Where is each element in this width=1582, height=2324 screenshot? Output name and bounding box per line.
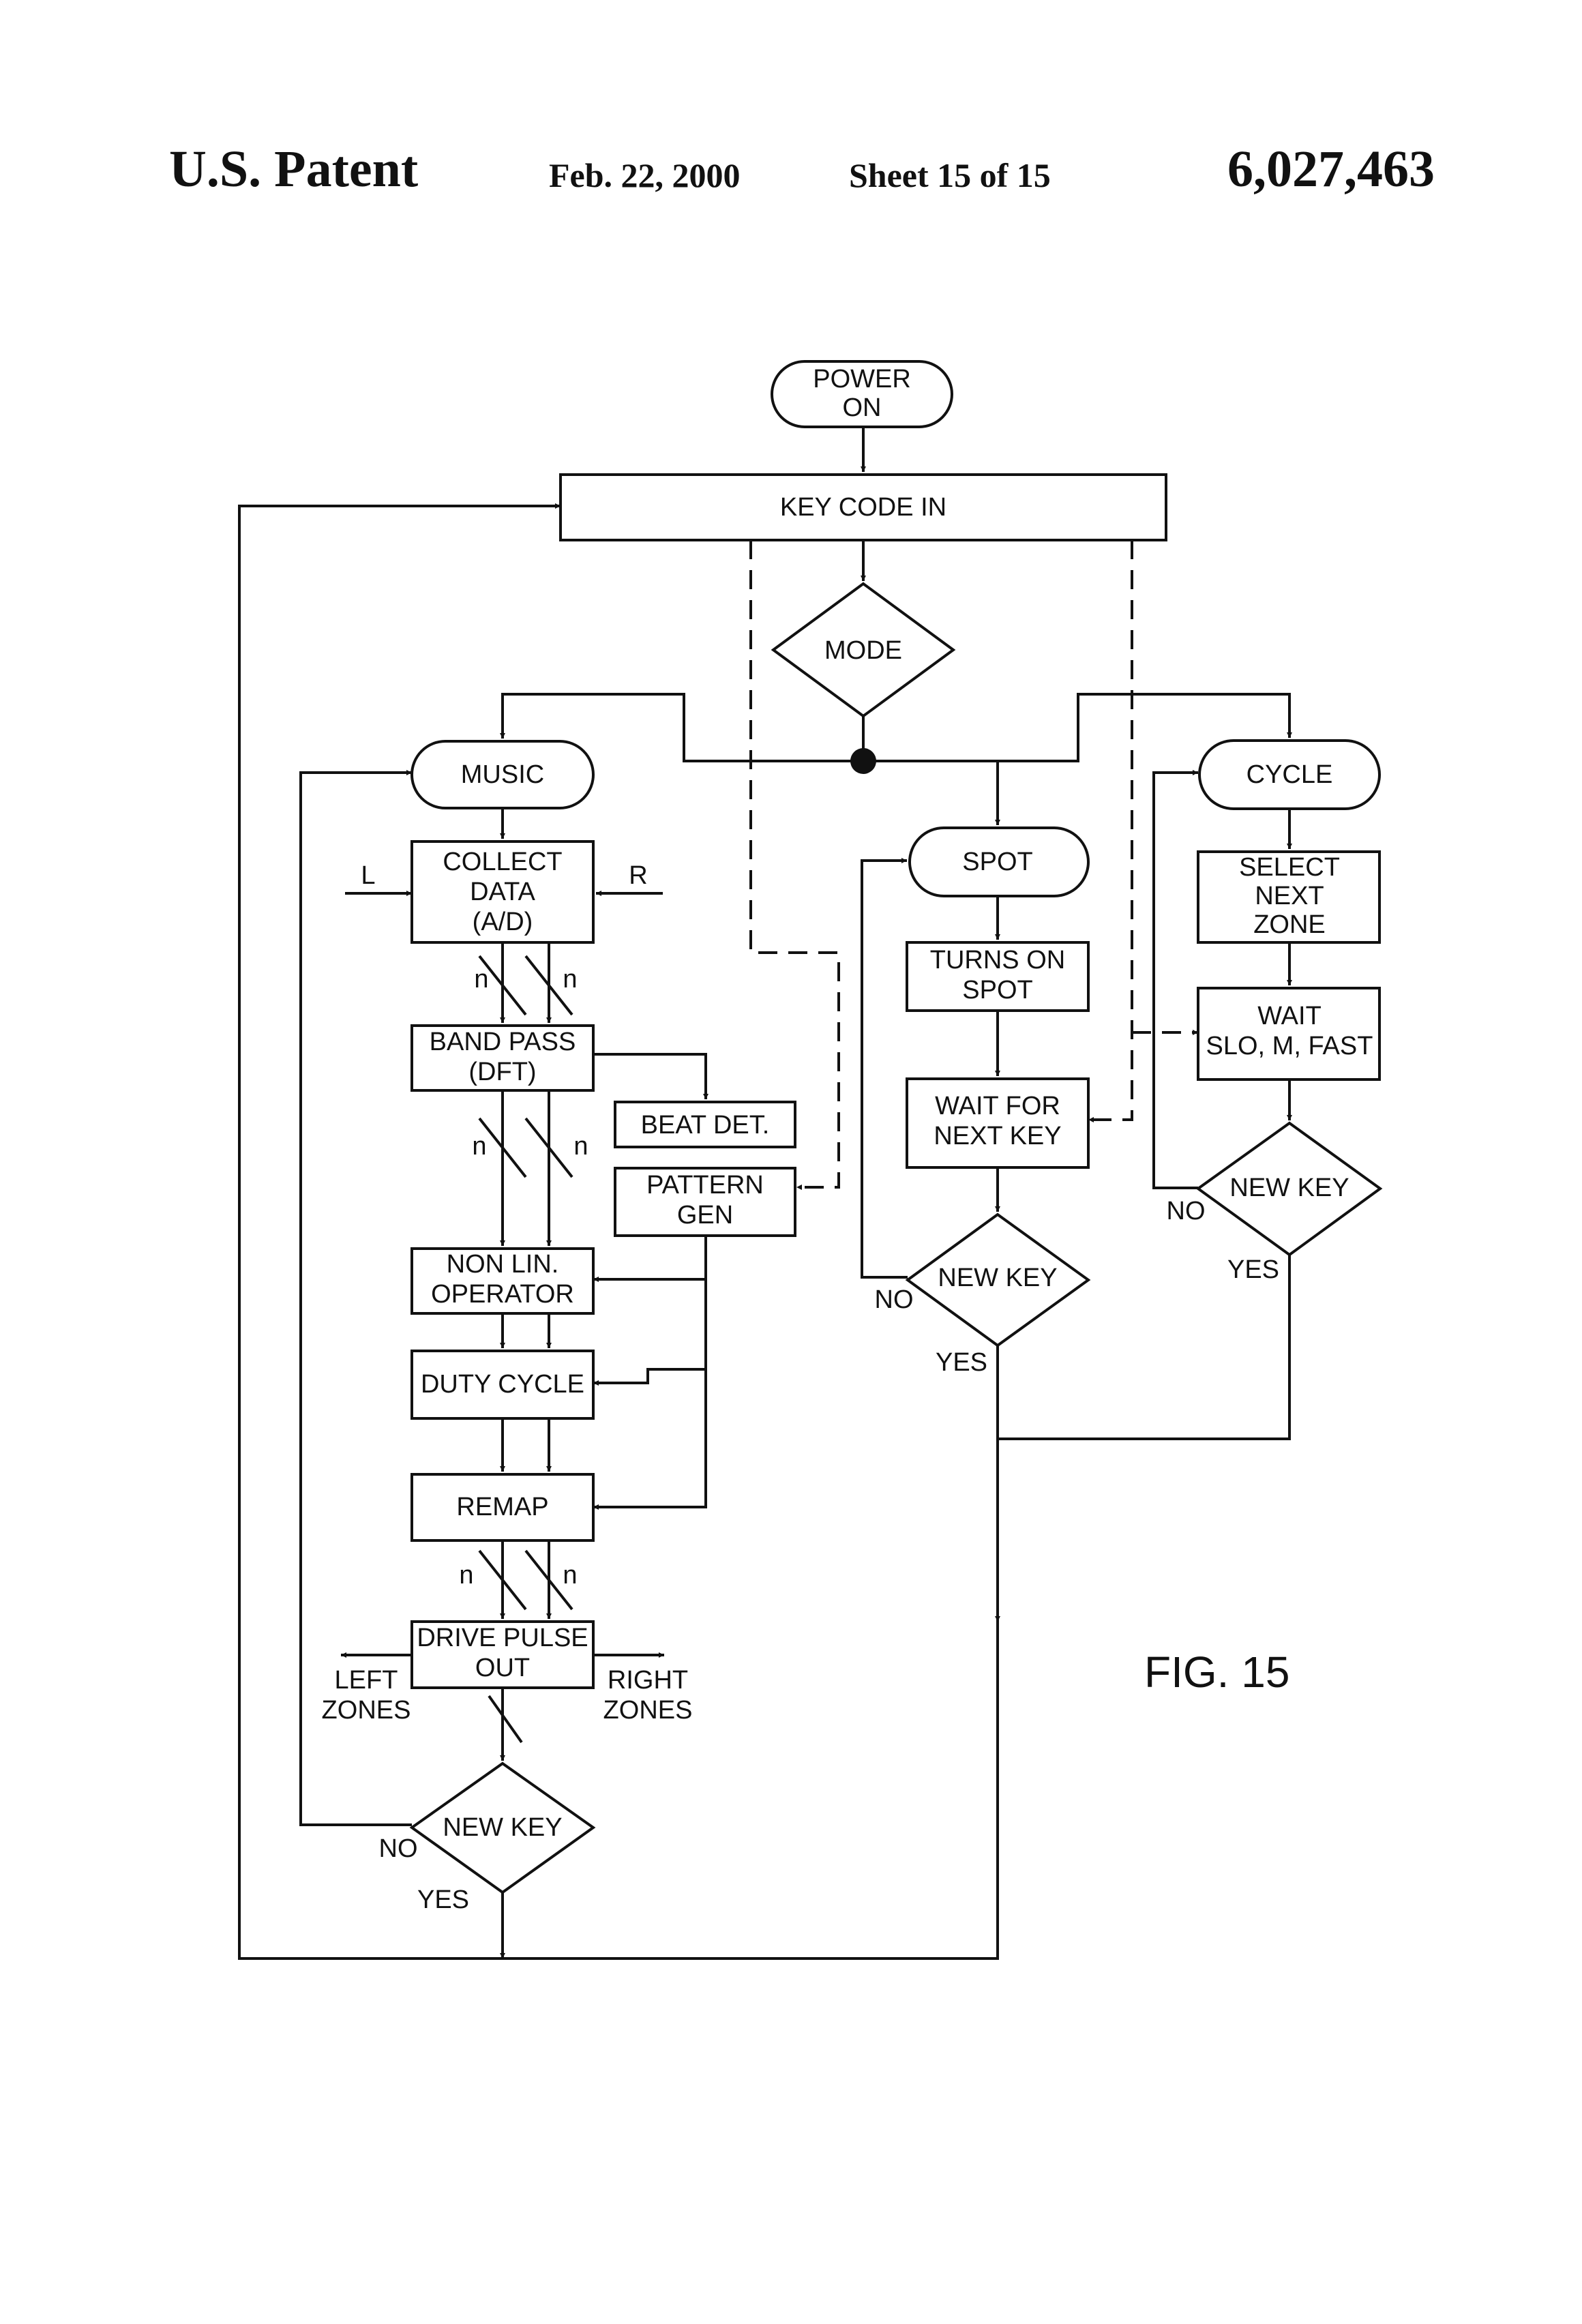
node-wait-speed: WAIT SLO, M, FAST (1198, 988, 1379, 1079)
turns-on-line1: TURNS ON (930, 946, 1065, 974)
mode-label: MODE (824, 636, 902, 665)
collect-line3: (A/D) (473, 908, 533, 936)
dashed-to-wait-next (1088, 540, 1132, 1120)
bus-slash-4 (489, 1696, 522, 1742)
bus-label-2b: n (573, 1132, 588, 1161)
feed-pattern-to-duty (593, 1369, 706, 1383)
node-music: MUSIC (412, 741, 593, 808)
node-remap: REMAP (412, 1474, 593, 1540)
cycle-yes-label: YES (1227, 1255, 1279, 1284)
spot-yes-label: YES (936, 1348, 987, 1377)
music-new-key-label: NEW KEY (443, 1813, 562, 1842)
music-yes-label: YES (417, 1886, 469, 1914)
bus-label-1a: n (474, 965, 488, 994)
spot-label: SPOT (962, 848, 1032, 876)
select-line1: SELECT (1239, 853, 1340, 882)
turns-on-line2: SPOT (962, 976, 1032, 1004)
node-mode: MODE (773, 584, 953, 716)
bus-label-3a: n (459, 1561, 473, 1590)
remap-label: REMAP (456, 1493, 548, 1521)
drive-pulse-line2: OUT (475, 1654, 530, 1682)
node-spot-new-key: NEW KEY (908, 1215, 1088, 1345)
arrow-to-spot (863, 761, 998, 825)
node-power-on: POWER ON (772, 361, 952, 427)
wait-speed-line1: WAIT (1257, 1002, 1322, 1030)
left-zones-line2: ZONES (322, 1696, 411, 1725)
right-input-label: R (629, 861, 647, 890)
node-spot: SPOT (910, 828, 1088, 896)
junction-dot (850, 748, 876, 774)
pattern-line2: GEN (677, 1201, 733, 1230)
wait-speed-line2: SLO, M, FAST (1206, 1032, 1373, 1060)
band-pass-line2: (DFT) (468, 1058, 536, 1086)
node-cycle-new-key: NEW KEY (1198, 1123, 1380, 1255)
power-on-line1: POWER (813, 365, 911, 393)
left-zones-line1: LEFT (335, 1666, 398, 1695)
arrow-band-to-beat (593, 1054, 706, 1099)
spot-new-key-label: NEW KEY (938, 1264, 1057, 1292)
node-non-lin-operator: NON LIN. OPERATOR (412, 1249, 593, 1313)
select-line3: ZONE (1253, 910, 1326, 939)
pattern-line1: PATTERN (646, 1171, 764, 1200)
cycle-no-label: NO (1167, 1197, 1206, 1225)
power-on-line2: ON (843, 393, 882, 422)
bus-slash-1 (479, 956, 572, 1015)
node-band-pass: BAND PASS (DFT) (412, 1026, 593, 1090)
feed-pattern-to-remap (593, 1236, 706, 1507)
right-zones-line2: ZONES (603, 1696, 693, 1725)
node-collect-data: COLLECT DATA (A/D) (412, 841, 593, 942)
select-line2: NEXT (1255, 882, 1324, 910)
node-music-new-key: NEW KEY (412, 1763, 593, 1892)
node-beat-det: BEAT DET. (615, 1102, 795, 1147)
bus-label-2a: n (472, 1132, 486, 1161)
loop-cycle-no (1154, 773, 1198, 1188)
bus-label-3b: n (563, 1561, 577, 1590)
node-turns-on-spot: TURNS ON SPOT (907, 942, 1088, 1011)
left-input-label: L (361, 861, 375, 890)
node-pattern-gen: PATTERN GEN (615, 1168, 795, 1236)
loop-spot-no (862, 861, 908, 1277)
cycle-new-key-label: NEW KEY (1229, 1174, 1349, 1202)
music-no-label: NO (379, 1834, 418, 1863)
node-wait-for-next-key: WAIT FOR NEXT KEY (907, 1079, 1088, 1167)
node-select-next-zone: SELECT NEXT ZONE (1198, 852, 1379, 942)
cycle-label: CYCLE (1247, 760, 1333, 789)
spot-no-label: NO (875, 1285, 914, 1314)
non-lin-line2: OPERATOR (431, 1280, 574, 1309)
key-code-in-label: KEY CODE IN (780, 493, 946, 522)
collect-line2: DATA (470, 878, 535, 906)
drive-pulse-line1: DRIVE PULSE (417, 1624, 588, 1652)
right-zones-line1: RIGHT (608, 1666, 688, 1695)
band-pass-line1: BAND PASS (430, 1028, 576, 1056)
bus-slash-2 (479, 1118, 572, 1177)
duty-cycle-label: DUTY CYCLE (421, 1370, 584, 1399)
non-lin-line1: NON LIN. (447, 1250, 559, 1279)
node-key-code-in: KEY CODE IN (561, 475, 1166, 540)
bus-slash-3 (479, 1551, 572, 1609)
figure-label: FIG. 15 (1144, 1648, 1289, 1697)
wait-next-line2: NEXT KEY (934, 1122, 1061, 1150)
collect-line1: COLLECT (443, 848, 562, 876)
node-duty-cycle: DUTY CYCLE (412, 1351, 593, 1418)
node-cycle: CYCLE (1199, 741, 1379, 809)
bus-label-1b: n (563, 965, 577, 994)
wait-next-line1: WAIT FOR (935, 1092, 1060, 1120)
beat-det-label: BEAT DET. (641, 1111, 770, 1139)
music-label: MUSIC (461, 760, 544, 789)
node-drive-pulse-out: DRIVE PULSE OUT (412, 1622, 593, 1688)
